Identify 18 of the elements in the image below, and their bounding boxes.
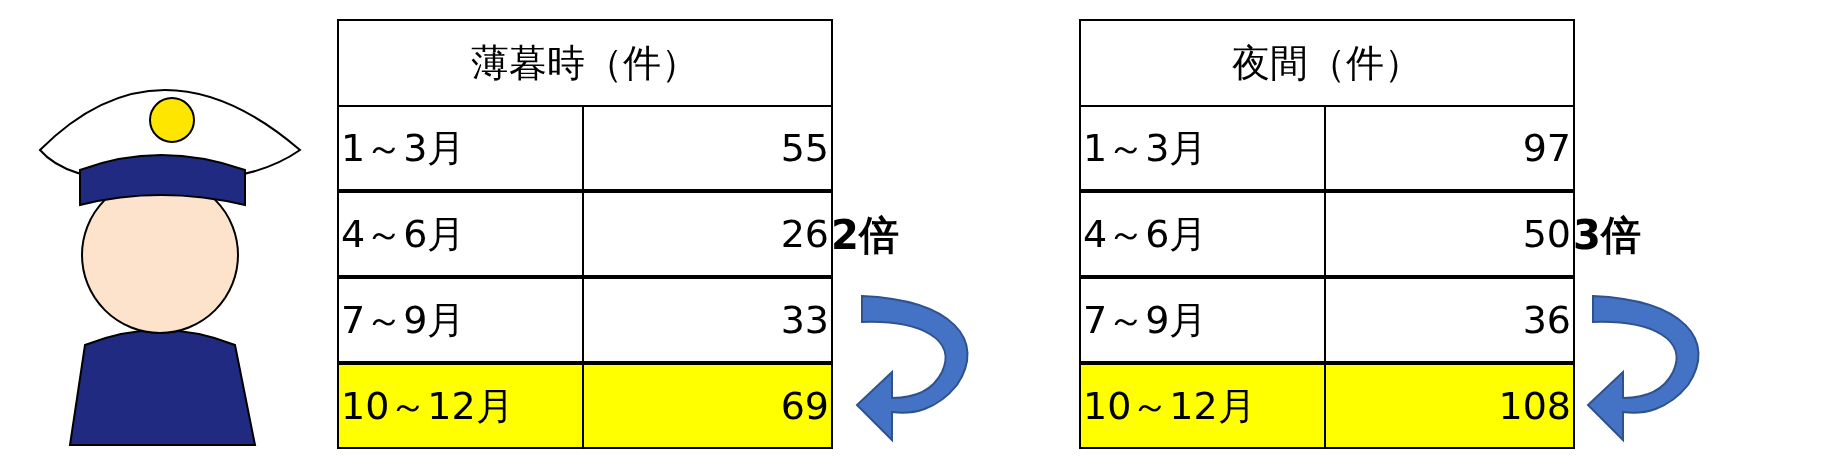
count-cell: 26: [582, 191, 833, 277]
ratio-label: 2倍: [831, 211, 899, 260]
count-cell: 97: [1324, 105, 1575, 191]
month-cell: 4～6月: [337, 191, 584, 277]
count-cell: 36: [1324, 277, 1575, 363]
count-cell: 50: [1324, 191, 1575, 277]
table-header: 夜間（件）: [1079, 19, 1575, 107]
count-cell: 69: [582, 363, 833, 449]
month-cell: 10～12月: [1079, 363, 1326, 449]
month-cell: 10～12月: [337, 363, 584, 449]
month-cell: 4～6月: [1079, 191, 1326, 277]
table-header: 薄暮時（件）: [337, 19, 833, 107]
ratio-label: 3倍: [1573, 211, 1641, 260]
count-cell: 108: [1324, 363, 1575, 449]
month-cell: 1～3月: [337, 105, 584, 191]
count-cell: 33: [582, 277, 833, 363]
month-cell: 1～3月: [1079, 105, 1326, 191]
count-cell: 55: [582, 105, 833, 191]
